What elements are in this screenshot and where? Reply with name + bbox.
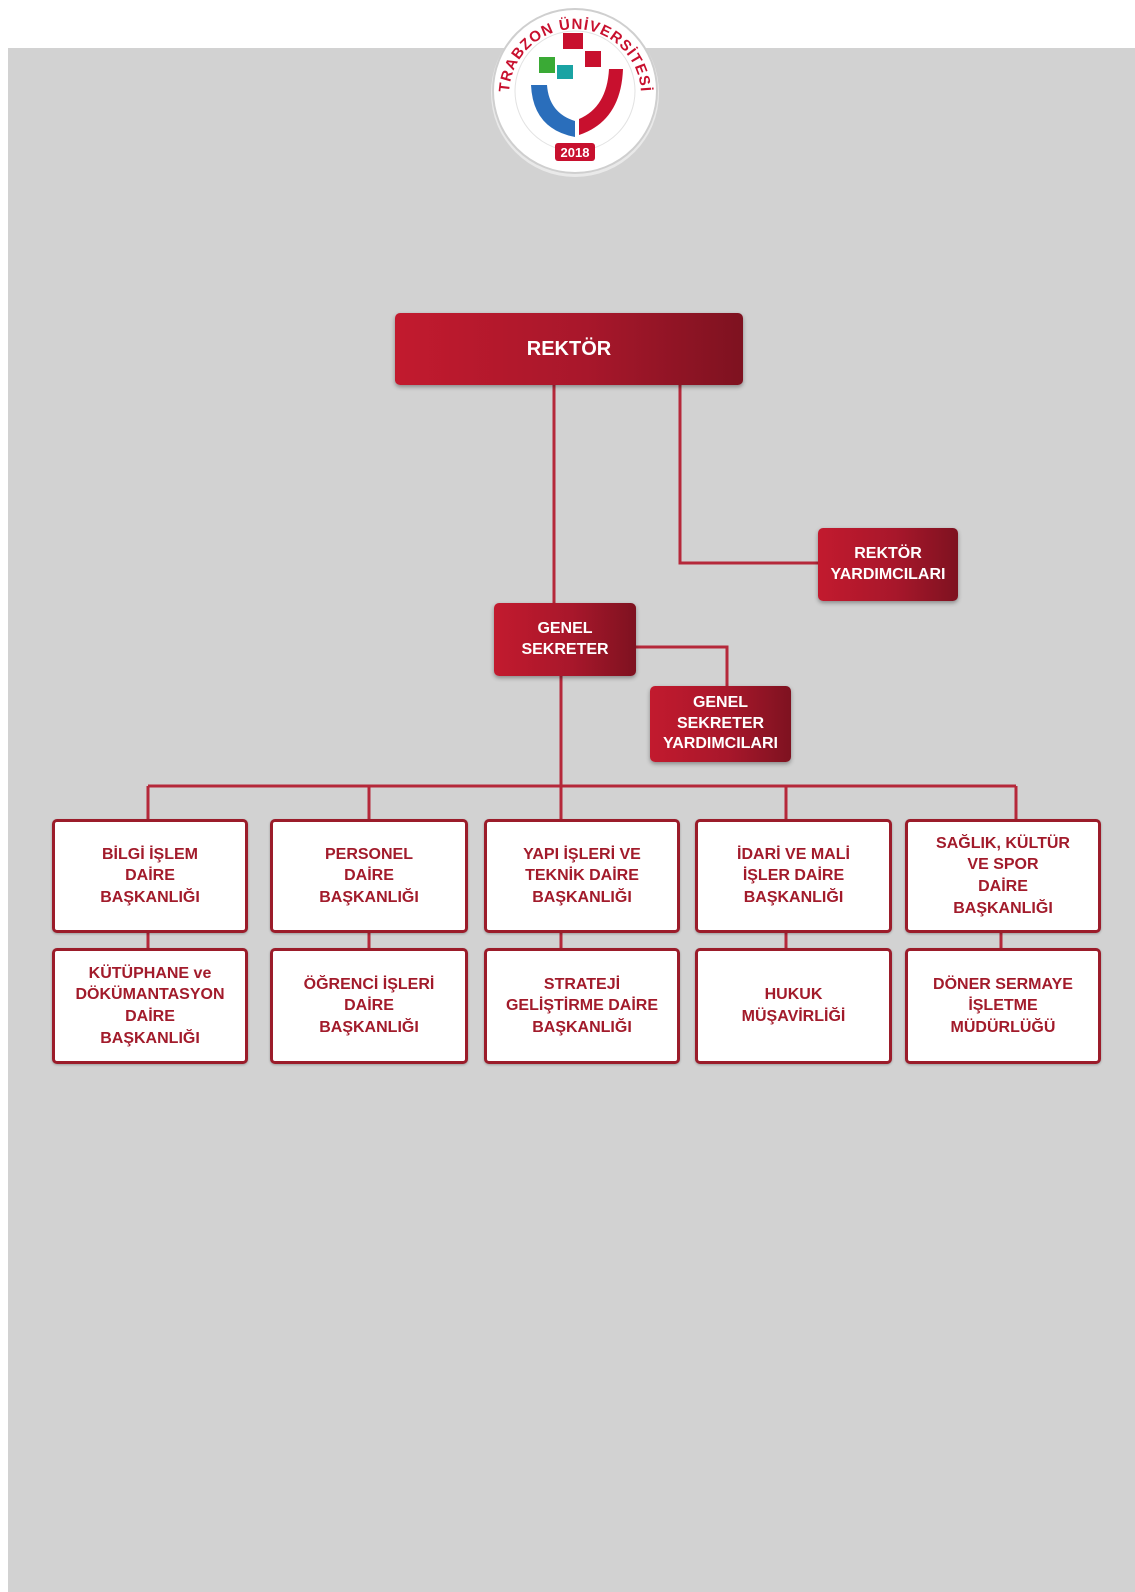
line-secretary-to-deputies xyxy=(633,645,729,688)
line-rector-to-deputies xyxy=(678,384,818,565)
rector-deputies-box: REKTÖR YARDIMCILARI xyxy=(818,528,958,601)
dept-yapi-isleri: YAPI İŞLERİ VE TEKNİK DAİRE BAŞKANLIĞI xyxy=(484,819,680,933)
university-logo: TRABZON ÜNİVERSİTESİ 2018 xyxy=(491,8,659,177)
secretary-general-box: GENEL SEKRETER xyxy=(494,603,636,676)
dept-strateji: STRATEJİ GELİŞTİRME DAİRE BAŞKANLIĞI xyxy=(484,948,680,1064)
dept-idari-mali: İDARİ VE MALİ İŞLER DAİRE BAŞKANLIĞI xyxy=(695,819,892,933)
dept-hukuk: HUKUK MÜŞAVİRLİĞİ xyxy=(695,948,892,1064)
logo-year: 2018 xyxy=(561,145,590,160)
dept-saglik-kultur: SAĞLIK, KÜLTÜR VE SPOR DAİRE BAŞKANLIĞI xyxy=(905,819,1101,933)
dept-personel: PERSONEL DAİRE BAŞKANLIĞI xyxy=(270,819,468,933)
dept-ogrenci-isleri: ÖĞRENCİ İŞLERİ DAİRE BAŞKANLIĞI xyxy=(270,948,468,1064)
dept-doner-sermaye: DÖNER SERMAYE İŞLETME MÜDÜRLÜĞÜ xyxy=(905,948,1101,1064)
rector-box: REKTÖR xyxy=(395,313,743,385)
dept-kutuphane: KÜTÜPHANE ve DÖKÜMANTASYON DAİRE BAŞKANL… xyxy=(52,948,248,1064)
dept-bilgi-islem: BİLGİ İŞLEM DAİRE BAŞKANLIĞI xyxy=(52,819,248,933)
secretary-deputies-box: GENEL SEKRETER YARDIMCILARI xyxy=(650,686,791,762)
